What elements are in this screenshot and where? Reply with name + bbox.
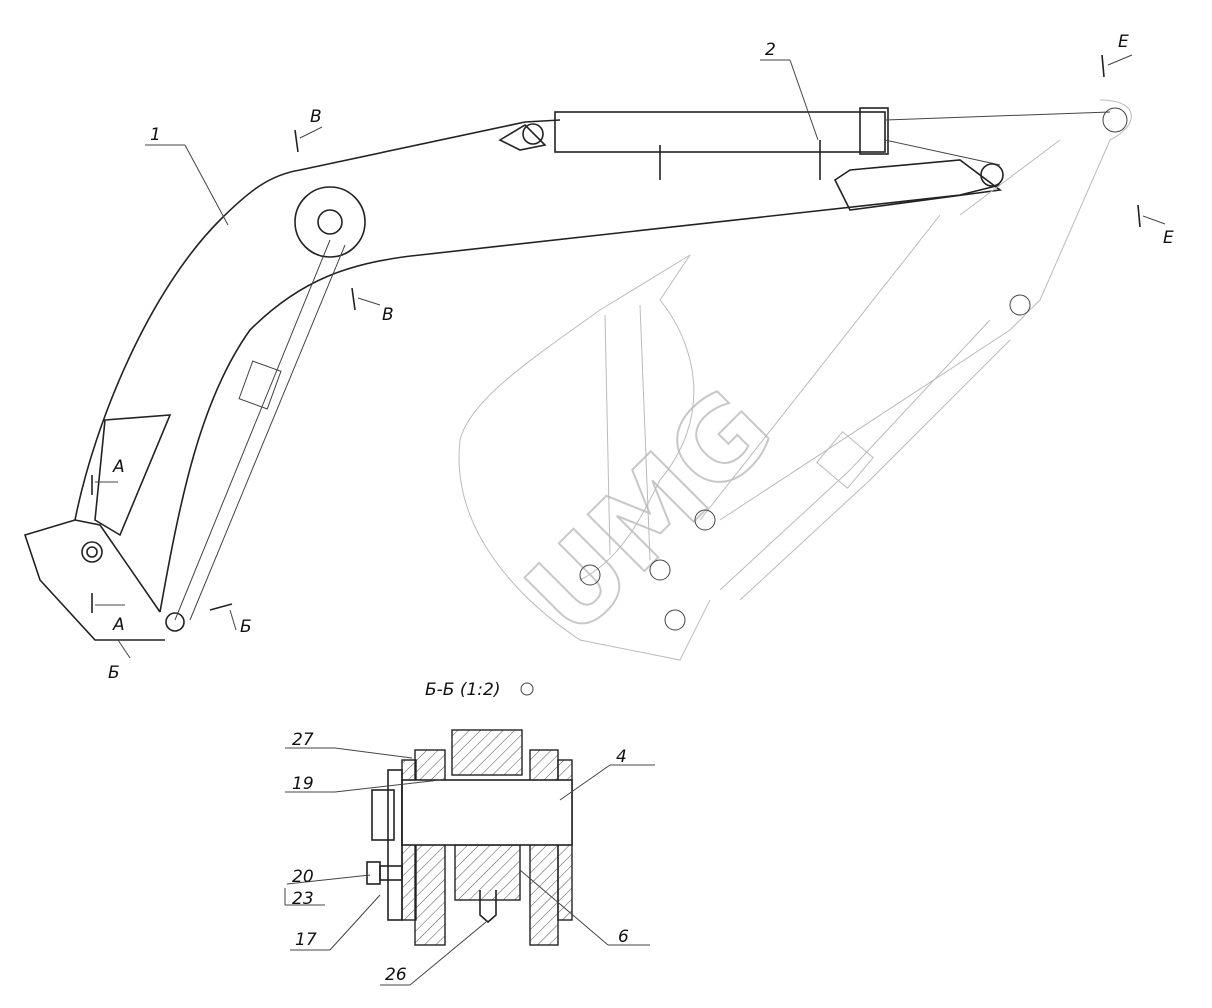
watermark: UMG [502,365,797,660]
svg-text:26: 26 [385,965,407,985]
svg-text:27: 27 [292,730,314,750]
arm-cylinder [554,107,1111,187]
part-label-1: 1 [150,125,161,145]
bucket [458,254,716,661]
svg-text:Е: Е [1118,32,1129,52]
section-title: Б-Б (1:2) [425,680,501,700]
svg-text:Б: Б [108,663,120,683]
svg-text:20: 20 [292,867,314,887]
section-callouts: 27 19 4 20 23 17 26 6 [284,730,655,986]
svg-text:А: А [112,615,125,635]
part-label-2: 2 [765,40,776,60]
boom-cylinder [174,239,346,621]
svg-text:17: 17 [295,930,317,950]
svg-text:А: А [112,457,125,477]
svg-text:23: 23 [292,889,314,909]
svg-text:6: 6 [618,927,629,947]
svg-text:В: В [310,107,322,127]
section-marks: В В Е Е А А Б Б [91,32,1174,683]
svg-text:Б: Б [240,617,252,637]
svg-text:19: 19 [292,774,314,794]
arm [699,99,1132,601]
boom [23,119,1003,641]
svg-text:В: В [382,305,394,325]
svg-text:Е: Е [1163,228,1174,248]
svg-text:4: 4 [616,747,627,767]
section-view: Б-Б (1:2) [366,680,573,946]
